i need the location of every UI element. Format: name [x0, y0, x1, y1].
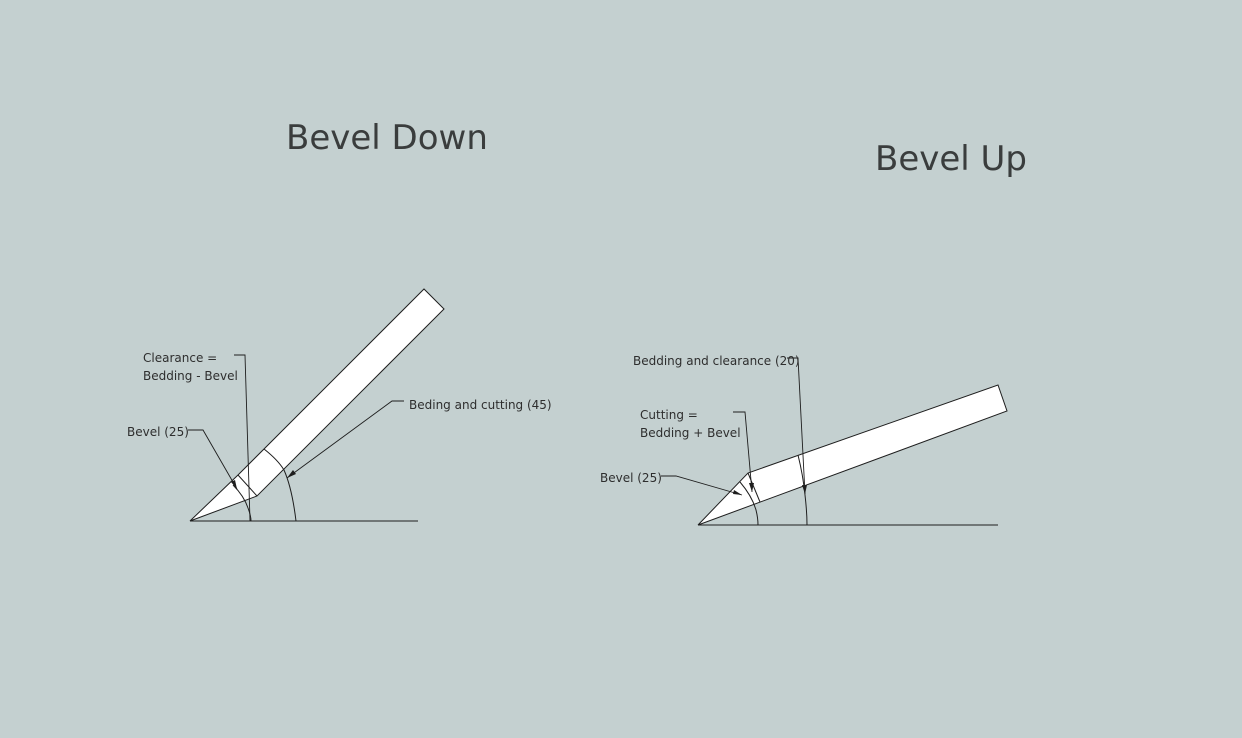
bevel-up-cutting-arc [739, 481, 759, 526]
bevel-up-cutting-line1: Cutting = [640, 408, 698, 422]
bevel-up-cutting-line2: Bedding + Bevel [640, 426, 741, 440]
bevel-down-clearance-leader [234, 354, 251, 522]
bevel-up-clearance-arrow [802, 485, 807, 494]
bevel-up-bevel-label: Bevel (25) [600, 471, 662, 485]
bevel-up-cutting-arrow [749, 483, 754, 492]
bevel-down-clearance-label: Clearance = Bedding - Bevel [143, 349, 238, 385]
bevel-down-clearance-line2: Bedding - Bevel [143, 369, 238, 383]
bevel-down-clearance-line1: Clearance = [143, 351, 218, 365]
bevel-up-figure [661, 357, 1008, 526]
bevel-up-bevel-arrow [733, 490, 742, 495]
bevel-up-title: Bevel Up [875, 139, 1028, 179]
bevel-down-figure [188, 288, 445, 522]
bevel-down-bedding-arc [263, 448, 297, 522]
bevel-down-clearance-arc [232, 484, 252, 522]
bevel-up-bedding-clearance-label: Bedding and clearance (20) [633, 354, 800, 368]
bevel-down-blade [189, 288, 445, 522]
bevel-up-bevel-leader [661, 475, 743, 496]
bevel-down-bevel-arrow [231, 480, 237, 489]
bevel-up-blade-edge [747, 472, 761, 503]
bevel-down-blade-edge [237, 474, 258, 497]
bevel-down-bedding-leader [286, 400, 404, 479]
bevel-down-bevel-leader [188, 429, 238, 490]
bevel-up-blade [697, 384, 1008, 526]
bevel-up-cutting-label: Cutting = Bedding + Bevel [640, 406, 741, 442]
bevel-down-bedding-arrow [287, 470, 296, 478]
bevel-up-clearance-arc [797, 454, 808, 526]
bevel-up-clearance-leader [787, 357, 806, 495]
bevel-down-bedding-cutting-label: Beding and cutting (45) [409, 398, 552, 412]
bevel-up-cutting-leader [733, 411, 753, 493]
bevel-down-title: Bevel Down [286, 118, 488, 158]
bevel-down-bevel-label: Bevel (25) [127, 425, 189, 439]
